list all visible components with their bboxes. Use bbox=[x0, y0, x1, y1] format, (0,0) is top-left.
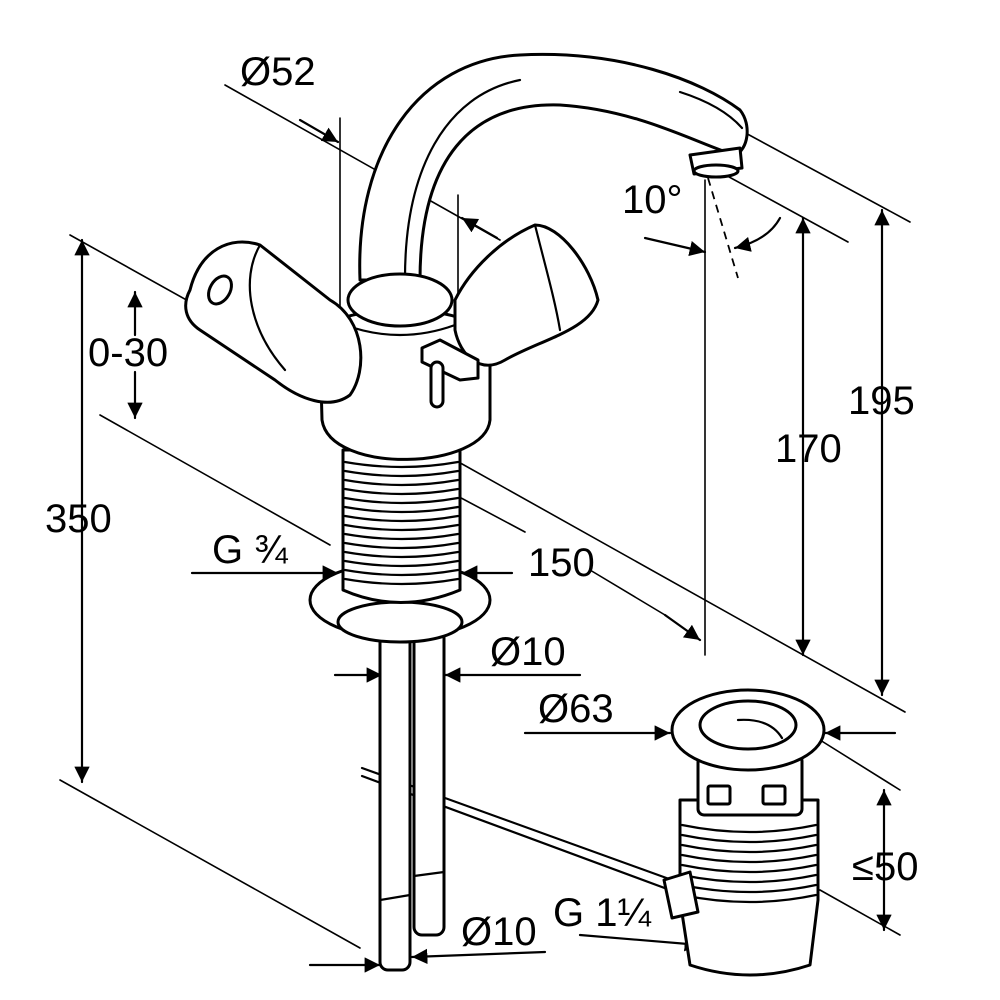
supply-tube-upper-label: Ø10 bbox=[490, 630, 566, 674]
threaded-shank bbox=[341, 448, 462, 604]
waste-thread-label: G 1¼ bbox=[553, 891, 651, 935]
spout-angle-label: 10° bbox=[622, 178, 683, 222]
pop-up-waste bbox=[662, 688, 826, 977]
total-height-label: 350 bbox=[45, 497, 112, 541]
supply-tube-lower-label: Ø10 bbox=[461, 910, 537, 954]
supply-tubes bbox=[378, 628, 446, 972]
spout-reach-label: 150 bbox=[528, 541, 595, 585]
thread-size-label: G ¾ bbox=[212, 528, 288, 572]
spout-diameter-label: Ø52 bbox=[240, 50, 316, 94]
height-under-spout-label: 170 bbox=[775, 427, 842, 471]
right-handle bbox=[453, 223, 600, 367]
dimension-lines bbox=[59, 84, 911, 973]
height-to-spout-label: 195 bbox=[848, 379, 915, 423]
pop-up-knob bbox=[420, 338, 480, 409]
waste-height-label: ≤50 bbox=[852, 845, 918, 889]
spout bbox=[358, 52, 749, 282]
waste-flange-label: Ø63 bbox=[538, 687, 614, 731]
lever-travel-label: 0-30 bbox=[88, 331, 168, 375]
left-handle bbox=[184, 240, 363, 404]
dimension-labels: Ø52 10° 195 170 350 0-30 150 G ¾ Ø10 Ø10… bbox=[45, 50, 918, 954]
